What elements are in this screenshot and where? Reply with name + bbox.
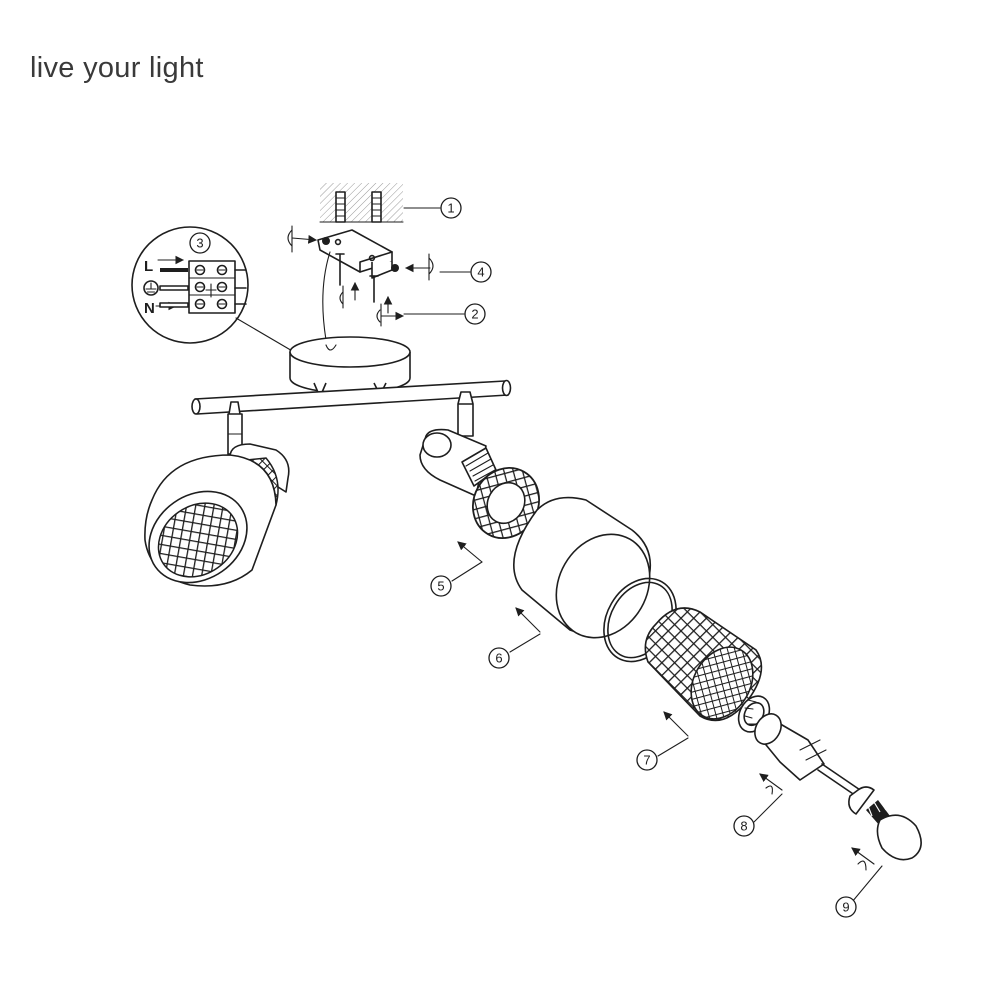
ceiling-canopy — [289, 336, 411, 398]
callout-number: 1 — [447, 201, 454, 216]
callout-number: 5 — [437, 579, 444, 594]
wall-plug-left — [335, 191, 346, 223]
lamp-shade — [513, 496, 652, 639]
callout-number: 7 — [643, 753, 650, 768]
spot-bar — [191, 379, 512, 415]
lamp-socket — [754, 713, 875, 815]
wiring-inset: L N — [131, 226, 295, 353]
left-spotlight — [144, 401, 290, 587]
light-bulb — [866, 799, 922, 861]
callout-number: 4 — [477, 265, 484, 280]
mounting-bracket — [317, 229, 399, 279]
live-label: L — [144, 258, 153, 275]
wall-plug-right — [371, 191, 382, 223]
callout-leaders — [403, 207, 883, 903]
ceiling-section — [319, 183, 404, 223]
right-spot-holder — [419, 391, 497, 497]
neutral-label: N — [144, 300, 155, 317]
callout-4: 4 — [470, 261, 492, 283]
callout-6: 6 — [488, 647, 510, 669]
rotate-arrow-icon — [851, 847, 875, 871]
rotate-arrow-icon — [404, 253, 434, 281]
rotate-arrow-icon — [339, 281, 360, 309]
rotate-arrow-icon — [376, 295, 405, 327]
direction-arrow-icon — [515, 607, 541, 633]
callout-9: 9 — [835, 896, 857, 918]
callout-7: 7 — [636, 749, 658, 771]
mesh-ring — [472, 467, 540, 539]
callout-number: 9 — [842, 900, 849, 915]
direction-arrow-icon — [457, 541, 483, 563]
rotate-arrow-icon — [287, 225, 318, 253]
callout-5: 5 — [430, 575, 452, 597]
callout-1: 1 — [440, 197, 462, 219]
earth-ground-icon — [143, 280, 159, 296]
callout-number: 3 — [196, 236, 203, 251]
brand-tagline: live your light — [30, 52, 204, 84]
callout-2: 2 — [464, 303, 486, 325]
callout-3: 3 — [189, 232, 211, 254]
direction-arrow-icon — [663, 711, 689, 737]
callout-8: 8 — [733, 815, 755, 837]
rotate-arrow-icon — [759, 773, 783, 795]
mesh-cylinder — [644, 607, 763, 722]
callout-number: 8 — [740, 819, 747, 834]
callout-number: 6 — [495, 651, 502, 666]
callout-number: 2 — [471, 307, 478, 322]
terminal-block — [188, 260, 236, 314]
mounting-screws — [335, 253, 379, 303]
